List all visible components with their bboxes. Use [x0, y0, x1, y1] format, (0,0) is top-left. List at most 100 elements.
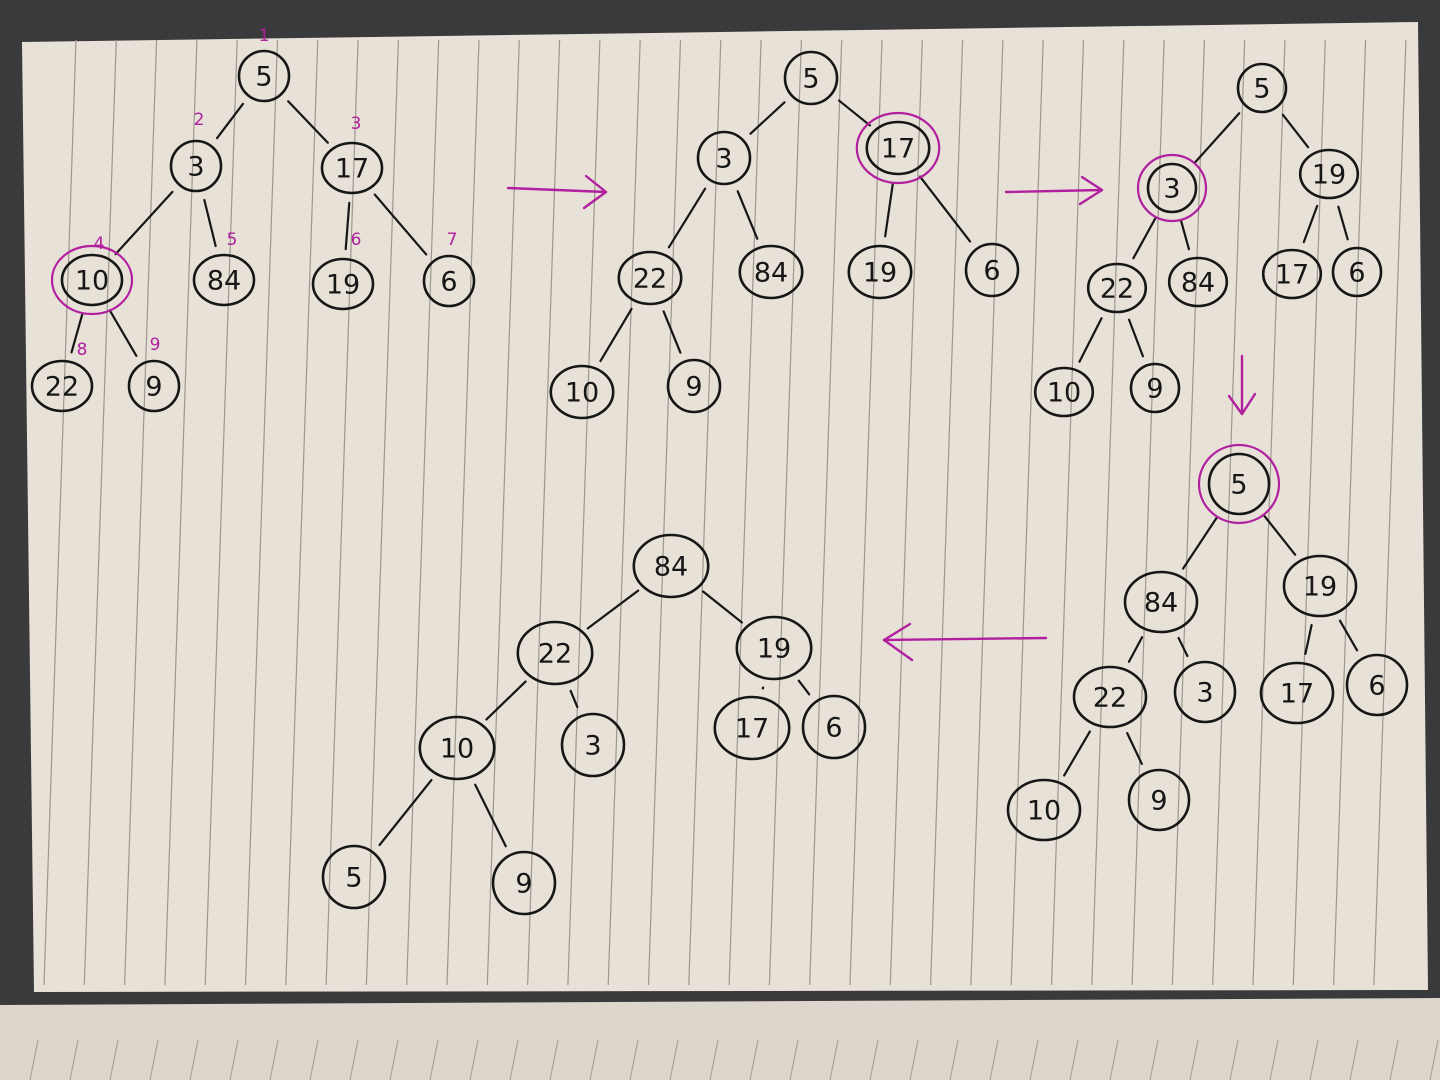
node-circle: [320, 141, 384, 195]
tree-node: 9: [491, 850, 557, 916]
tree-edge: [1127, 636, 1144, 663]
tree-node: 99: [127, 335, 181, 413]
lower-rule-line: [1029, 1039, 1039, 1080]
tree-edge: [1177, 636, 1189, 658]
rule-line: [124, 39, 158, 986]
lower-rule-line: [109, 1039, 119, 1080]
node-value: 6: [440, 267, 457, 298]
node-value: 3: [1163, 174, 1180, 205]
node-circle: [801, 694, 867, 760]
node-value: 17: [1280, 679, 1314, 710]
tree-node: 84: [1123, 570, 1199, 634]
node-circle: [964, 242, 1020, 298]
rule-line: [849, 39, 883, 986]
tree-node: 6: [1345, 653, 1409, 717]
lower-rule-line: [869, 1039, 879, 1080]
tree-node: 6: [1331, 246, 1383, 298]
rule-line: [567, 39, 601, 986]
tree-node: 19: [735, 615, 813, 681]
node-circle: [1298, 148, 1360, 200]
node-circle: [560, 712, 626, 778]
tree-edge: [1132, 216, 1157, 260]
tree-edge: [1126, 732, 1143, 765]
tree-node: 9: [666, 358, 722, 414]
node-value: 19: [757, 634, 791, 665]
rule-line: [1252, 39, 1286, 986]
tree-node: 84: [1167, 256, 1229, 308]
node-value: 3: [187, 152, 204, 183]
lower-rule-line: [1229, 1039, 1239, 1080]
lower-rule-line: [789, 1039, 799, 1080]
lower-rule-line: [349, 1039, 359, 1080]
tree-node: 6: [964, 242, 1020, 298]
rule-line: [43, 39, 77, 986]
lower-rule-line: [1269, 1039, 1279, 1080]
tree-node: 84: [738, 244, 804, 300]
tree-node: 10: [1033, 366, 1095, 418]
rule-line: [446, 39, 480, 986]
transition-arrows: [506, 174, 1257, 662]
lower-rule-line: [189, 1039, 199, 1080]
tree-edge: [1078, 317, 1103, 363]
lower-rule-line: [829, 1039, 839, 1080]
tree-edge: [378, 778, 433, 847]
tree-node: 3: [1136, 153, 1208, 223]
lower-rule-line: [989, 1039, 999, 1080]
rule-line: [83, 39, 117, 986]
node-index: 1: [259, 26, 270, 46]
node-circle: [1033, 366, 1095, 418]
node-value: 84: [1144, 588, 1178, 619]
lower-rule-line: [709, 1039, 719, 1080]
node-value: 5: [1230, 470, 1247, 501]
tree-node: 22 8: [30, 340, 94, 413]
tree-node: 19: [847, 244, 913, 300]
tree-node: 22: [516, 620, 594, 686]
node-circle: [516, 620, 594, 686]
node-value: 5: [1253, 74, 1270, 105]
tree-edge: [736, 190, 759, 240]
node-value: 84: [207, 266, 241, 297]
tree-edge: [344, 201, 351, 251]
node-circle: [422, 254, 476, 308]
rule-line: [204, 39, 238, 986]
lower-rule-line: [549, 1039, 559, 1080]
node-index: 8: [77, 340, 88, 360]
node-value: 10: [565, 378, 599, 409]
arrow-head: [882, 622, 914, 662]
node-value: 9: [1146, 374, 1163, 405]
node-circle: [321, 844, 387, 910]
paper-sheet: [22, 22, 1428, 992]
node-circle: [549, 364, 615, 420]
node-circle: [1282, 554, 1358, 618]
rule-line: [809, 39, 843, 986]
tree-node: 17: [1259, 661, 1335, 725]
tree-node: 9: [1129, 362, 1181, 414]
rule-line: [486, 39, 520, 986]
tree-edge: [1063, 730, 1091, 777]
lower-rule-line: [1069, 1039, 1079, 1080]
node-circle: [1207, 452, 1271, 516]
node-value: 9: [685, 372, 702, 403]
lower-rule-line: [1309, 1039, 1319, 1080]
node-circle: [738, 244, 804, 300]
tree-edge: [586, 589, 640, 630]
tree-node: 196: [311, 230, 375, 311]
node-circle: [713, 695, 791, 761]
lower-rule-line: [1149, 1039, 1159, 1080]
node-circle: [192, 253, 256, 307]
node-circle: [1331, 246, 1383, 298]
node-circle: [1086, 262, 1148, 314]
lower-rule-line: [909, 1039, 919, 1080]
highlight-ring: [1136, 153, 1208, 223]
node-value: 22: [45, 372, 79, 403]
lower-rule-line: [69, 1039, 79, 1080]
node-value: 17: [735, 714, 769, 745]
node-circle: [696, 130, 752, 186]
lower-rule-line: [389, 1039, 399, 1080]
tree-edge: [884, 182, 894, 238]
node-value: 10: [75, 266, 109, 297]
node-value: 22: [538, 639, 572, 670]
lower-rule-line: [749, 1039, 759, 1080]
rule-line: [970, 39, 1004, 986]
